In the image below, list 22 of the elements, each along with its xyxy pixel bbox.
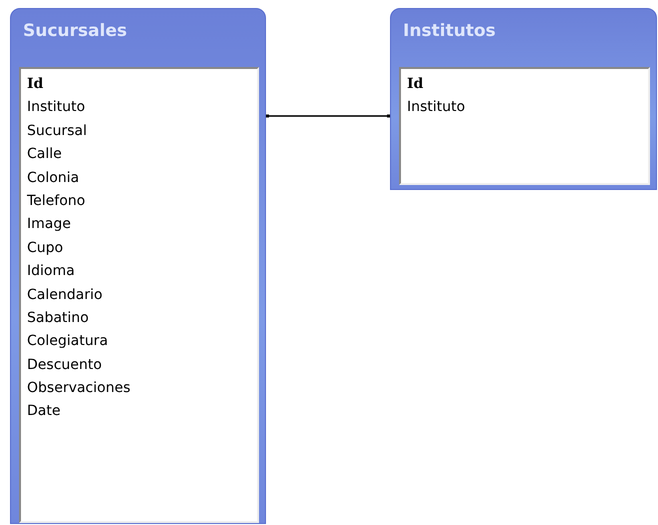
relationship-line bbox=[265, 114, 391, 118]
field-name: Image bbox=[27, 215, 71, 234]
field-name: Idioma bbox=[27, 262, 75, 282]
field-name: Sucursal bbox=[27, 122, 87, 141]
field-name: Colonia bbox=[27, 168, 80, 188]
primary-key-field: Id bbox=[407, 73, 424, 96]
field-name: Observaciones bbox=[27, 379, 130, 398]
field-name: Telefono bbox=[27, 192, 86, 211]
field-name: Calendario bbox=[27, 286, 102, 305]
field-name: Instituto bbox=[407, 98, 466, 118]
field-name: Colegiatura bbox=[27, 332, 108, 352]
field-name: Instituto bbox=[27, 98, 86, 118]
field-name: Cupo bbox=[27, 238, 64, 258]
primary-key-field: Id bbox=[27, 73, 44, 96]
table-window bbox=[10, 8, 266, 524]
field-name: Date bbox=[27, 402, 60, 422]
field-name: Descuento bbox=[27, 356, 102, 375]
table-window bbox=[390, 8, 657, 190]
table-title: Institutos bbox=[403, 21, 496, 41]
field-name: Calle bbox=[27, 145, 62, 164]
field-name: Sabatino bbox=[27, 308, 89, 328]
table-title: Sucursales bbox=[23, 21, 127, 41]
